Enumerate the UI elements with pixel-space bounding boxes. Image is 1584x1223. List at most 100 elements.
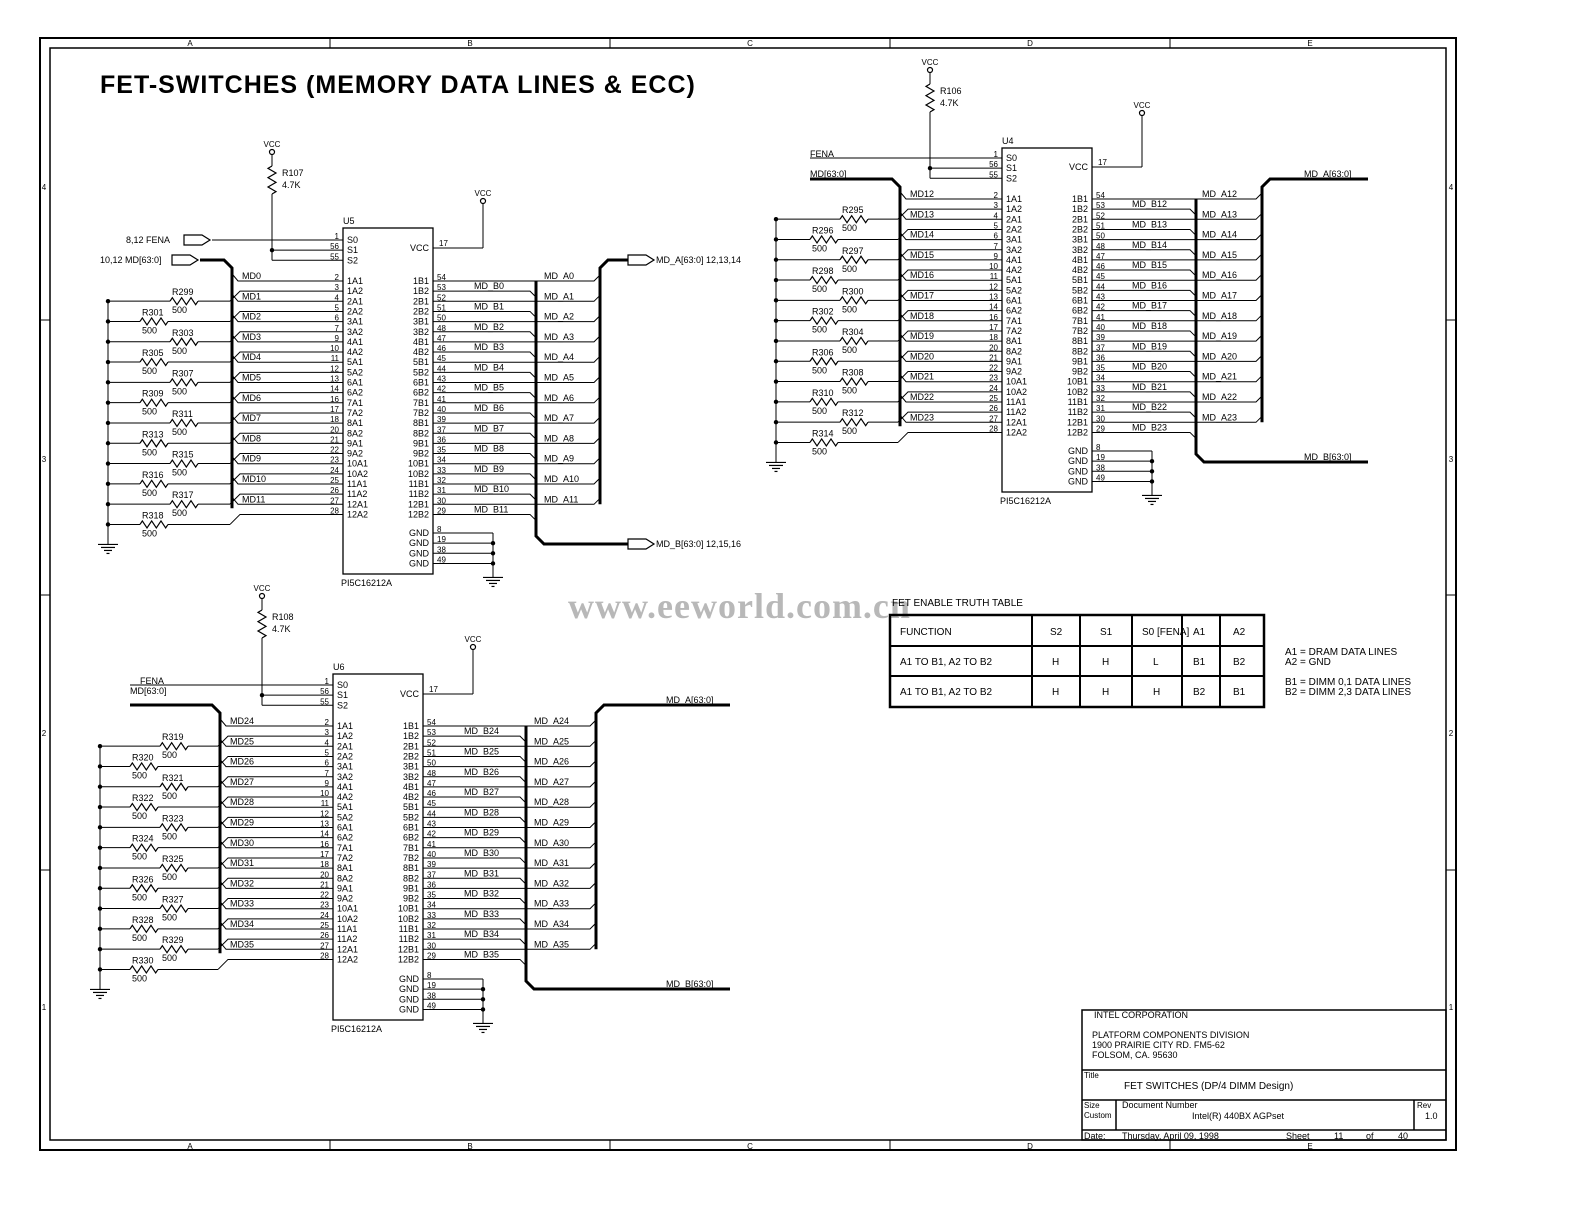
- ic-pin-number-left: 12: [989, 282, 998, 291]
- ic-refdes: U5: [343, 216, 355, 226]
- ic-pin-number-right: 47: [427, 779, 436, 788]
- md-line: [220, 739, 305, 747]
- resistor-value: 500: [172, 468, 187, 478]
- ic-pin-number-right: 44: [1096, 282, 1105, 291]
- ic-pin-name-left: 12A2: [1006, 427, 1027, 437]
- ic-pin-number-right: 53: [437, 283, 446, 292]
- ic-pin-number-right: 51: [1096, 221, 1105, 230]
- mdb-net-label: MD_B13: [1132, 219, 1167, 229]
- mdb-net-label: MD_B20: [1132, 362, 1167, 372]
- md-net-label: MD18: [910, 311, 934, 321]
- ic-pin-number-right: 37: [437, 425, 446, 434]
- mda-line: [449, 719, 597, 727]
- ic-pin-name-gnd: GND: [409, 548, 430, 558]
- ic-pin-name-left: S1: [1006, 163, 1017, 173]
- mdb-net-label: MD_B26: [464, 767, 499, 777]
- ic-pin-name-left: 8A2: [347, 428, 363, 438]
- mdb-net-label: MD_B1: [474, 301, 504, 311]
- tb-title: FET SWITCHES (DP/4 DIMM Design): [1124, 1081, 1293, 1092]
- mdb-line: [449, 857, 527, 865]
- mdb-line: [1118, 228, 1197, 236]
- md-net-label: MD32: [230, 878, 254, 888]
- pullup-refdes: R106: [940, 86, 962, 96]
- mdb-line: [459, 351, 537, 359]
- ic-pin-name-left: 3A2: [337, 772, 353, 782]
- ic-body: [342, 227, 434, 575]
- ic-pin-number-right: 40: [427, 850, 436, 859]
- mda-net-label: MD_A35: [534, 939, 569, 949]
- md-net-label: MD5: [242, 373, 261, 383]
- mda-line: [449, 922, 597, 930]
- tt-note-b1: B1 = DIMM 0,1 DATA LINES: [1285, 677, 1411, 688]
- mda-bus: [598, 258, 628, 505]
- md-line: [232, 376, 315, 383]
- resistor-value: 500: [842, 386, 857, 396]
- wire: [897, 310, 974, 322]
- mda-line: [459, 335, 601, 343]
- ic-pin-name-left: 5A1: [347, 357, 363, 367]
- ic-pin-name-right: 6B2: [413, 388, 429, 398]
- ic-pin-name-gnd: GND: [1068, 456, 1089, 466]
- ic-pin-name-right: 6B1: [1072, 296, 1088, 306]
- mda-line: [1118, 334, 1263, 342]
- ic-pin-number-right: 41: [427, 840, 436, 849]
- md-net-label: MD30: [230, 838, 254, 848]
- mda-net-label: MD_A28: [534, 797, 569, 807]
- mdb-output-label: MD_B[63:0] 12,15,16: [656, 539, 741, 549]
- mdb-net-label: MD_B31: [464, 868, 499, 878]
- md-net-label: MD11: [242, 494, 265, 504]
- termination-resistor: [159, 903, 189, 914]
- ic-pin-name-right: 5B1: [413, 357, 429, 367]
- wire: [897, 371, 974, 382]
- ic-pin-name-left: 1A1: [337, 721, 353, 731]
- ic-pin-number-right: 46: [427, 789, 436, 798]
- md-line: [900, 375, 974, 383]
- ic-pin-number-right: 50: [437, 314, 446, 323]
- resistor-refdes: R318: [142, 510, 164, 520]
- ic-pin-name-left: 12A1: [1006, 417, 1027, 427]
- ic-pin-number-right: 34: [427, 901, 436, 910]
- resistor-refdes: R295: [842, 205, 864, 215]
- mda-net-label: MD_A14: [1202, 230, 1237, 240]
- ic-pin-number-left: 17: [320, 850, 329, 859]
- ic-pin-number-right: 45: [437, 354, 446, 363]
- ic-pin-name-right: 3B2: [413, 327, 429, 337]
- ic-pin-name-gnd: GND: [1068, 446, 1089, 456]
- ic-pin-number-right: 51: [427, 748, 436, 757]
- termination-resistor: [129, 761, 159, 772]
- mdb-line: [449, 837, 527, 845]
- tb-address1: 1900 PRAIRIE CITY RD. FM5-62: [1092, 1040, 1225, 1050]
- resistor-refdes: R303: [172, 328, 194, 338]
- ic-pin-number-left: 16: [330, 395, 339, 404]
- vcc-label: VCC: [1134, 101, 1151, 110]
- ic-pin-name-right: 2B2: [403, 751, 419, 761]
- termination-resistor: [129, 924, 159, 934]
- ic-pin-name-right: 1B2: [413, 286, 429, 296]
- ic-pin-number-left: 27: [989, 414, 998, 423]
- resistor-value: 500: [842, 304, 857, 314]
- resistor-value: 500: [812, 284, 827, 294]
- ic-pin-name-left: 4A1: [347, 337, 363, 347]
- ic-pin-name-right: 4B2: [413, 347, 429, 357]
- ic-pin-name-right: 11B1: [1068, 397, 1088, 407]
- termination-resistor: [159, 863, 189, 873]
- ic-pin-name-right: 10B2: [408, 469, 429, 479]
- ic-pin-number-left: 22: [320, 891, 329, 900]
- mdb-net-label: MD_B9: [474, 464, 504, 474]
- ic-pin-number-left: 3: [994, 201, 999, 210]
- ic-pin-number-right: 36: [427, 880, 436, 889]
- resistor-refdes: R313: [142, 429, 164, 439]
- tb-rev-label: Rev: [1417, 1101, 1431, 1110]
- mdb-net-label: MD_B12: [1132, 199, 1167, 209]
- ic-pin-name-left: 1A2: [337, 731, 353, 741]
- ic-pin-name-right: 3B1: [413, 317, 429, 327]
- tb-sheet: 11: [1334, 1131, 1343, 1141]
- ic-pin-name-left: 11A1: [347, 479, 367, 489]
- mdb-line: [449, 816, 527, 824]
- ic-pin-name-left: 8A2: [1006, 346, 1022, 356]
- ic-pin-number-right: 34: [1096, 374, 1105, 383]
- ic-pin-name-vcc: VCC: [1069, 162, 1089, 172]
- wire: [897, 208, 974, 220]
- ic-pin-name-right: 6B2: [1072, 306, 1088, 316]
- ic-pin-number-gnd: 38: [1096, 463, 1105, 472]
